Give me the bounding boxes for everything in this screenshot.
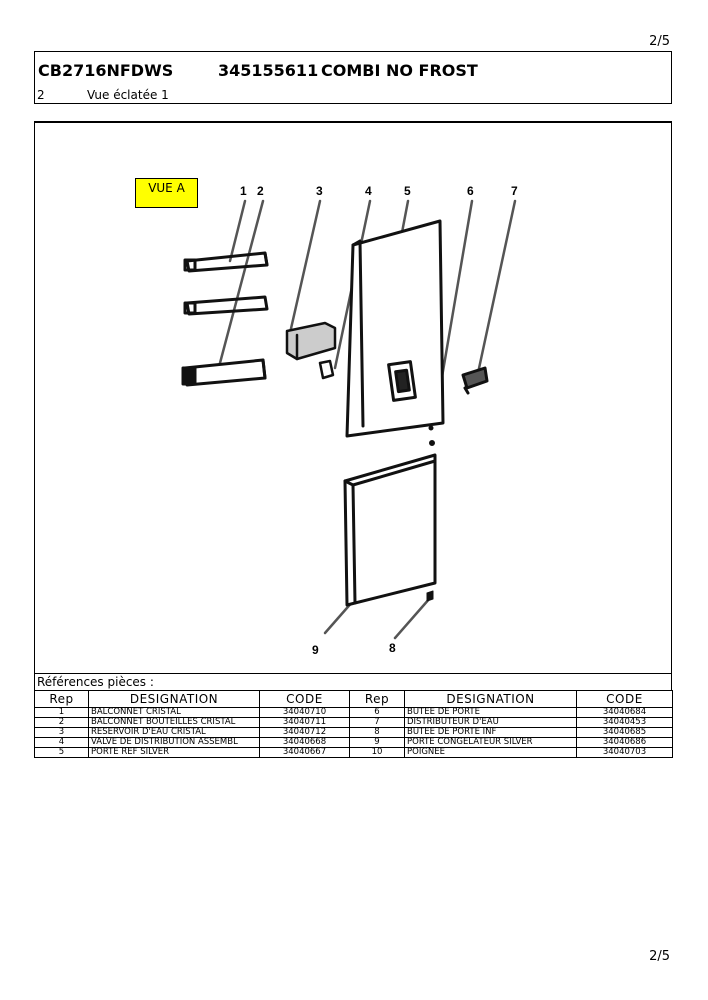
table-cell: BUTEE DE PORTE: [404, 707, 577, 718]
table-cell: 7: [349, 717, 405, 728]
table-cell: 34040686: [576, 737, 673, 748]
section-number: 2: [37, 88, 45, 102]
bottle-shelf: [181, 358, 267, 387]
callout-5: 5: [404, 184, 411, 198]
table-row: 2 BALCONNET BOUTEILLES CRISTAL 34040711 …: [34, 717, 673, 728]
callout-1: 1: [240, 184, 247, 198]
table-cell: 4: [34, 737, 89, 748]
lower-door-stop: [426, 590, 434, 602]
column-header: CODE: [576, 690, 673, 708]
leader-line-1: [228, 199, 247, 263]
column-header: DESIGNATION: [404, 690, 577, 708]
section-title: Vue éclatée 1: [87, 88, 169, 102]
callout-3: 3: [316, 184, 323, 198]
page-number-top: 2/5: [649, 34, 670, 49]
table-cell: 34040668: [259, 737, 350, 748]
callout-6: 6: [467, 184, 474, 198]
table-row: 5 PORTE REF SILVER 34040667 10 POIGNEE 3…: [34, 747, 673, 758]
leader-line-3: [288, 199, 322, 335]
table-cell: 10: [349, 747, 405, 758]
product-code: 345155611: [218, 61, 319, 80]
table-row: 4 VALVE DE DISTRIBUTION ASSEMBL 34040668…: [34, 737, 673, 748]
callout-8: 8: [389, 641, 396, 655]
table-cell: 5: [34, 747, 89, 758]
door-stop: [428, 425, 434, 431]
column-header: DESIGNATION: [88, 690, 260, 708]
table-cell: BALCONNET BOUTEILLES CRISTAL: [88, 717, 260, 728]
table-cell: 34040684: [576, 707, 673, 718]
table-cell: 34040710: [259, 707, 350, 718]
table-cell: 34040453: [576, 717, 673, 728]
table-cell: 6: [349, 707, 405, 718]
table-cell: DISTRIBUTEUR D'EAU: [404, 717, 577, 728]
leader-line-7: [476, 199, 517, 375]
exploded-view-drawing: VUE A 1 2 3 4 5 6 7 8 9: [34, 121, 672, 674]
table-cell: BUTEE DE PORTE INF: [404, 727, 577, 738]
table-cell: 2: [34, 717, 89, 728]
table-cell: 1: [34, 707, 89, 718]
table-cell: POIGNEE: [404, 747, 577, 758]
parts-reference-table: Références pièces : Rep DESIGNATION CODE…: [34, 673, 673, 758]
table-row: 3 RESERVOIR D'EAU CRISTAL 34040712 8 BUT…: [34, 727, 673, 738]
table-cell: PORTE CONGELATEUR SILVER: [404, 737, 577, 748]
callout-7: 7: [511, 184, 518, 198]
callout-4: 4: [365, 184, 372, 198]
table-cell: 34040667: [259, 747, 350, 758]
leader-line-2: [218, 199, 265, 365]
table-header-row: Rep DESIGNATION CODE Rep DESIGNATION COD…: [34, 690, 673, 708]
table-row: 1 BALCONNET CRISTAL 34040710 6 BUTEE DE …: [34, 707, 673, 718]
model-number: CB2716NFDWS: [38, 61, 174, 80]
column-header: CODE: [259, 690, 350, 708]
table-cell: RESERVOIR D'EAU CRISTAL: [88, 727, 260, 738]
water-distributor: [461, 366, 489, 395]
table-cell: 34040711: [259, 717, 350, 728]
parts-table: Rep DESIGNATION CODE Rep DESIGNATION COD…: [34, 690, 673, 758]
page-number-bottom: 2/5: [649, 949, 670, 964]
document-header: CB2716NFDWS 345155611 COMBI NO FROST 2 V…: [34, 51, 672, 104]
table-cell: PORTE REF SILVER: [88, 747, 260, 758]
leader-line-8: [393, 596, 432, 640]
references-title: Références pièces :: [34, 673, 672, 690]
callout-9: 9: [312, 643, 319, 657]
water-reservoir: [285, 321, 337, 380]
column-header: Rep: [34, 690, 89, 708]
door-shelf-2: [183, 295, 269, 316]
freezer-door: [343, 453, 437, 607]
column-header: Rep: [349, 690, 405, 708]
table-cell: 34040712: [259, 727, 350, 738]
table-cell: 8: [349, 727, 405, 738]
table-cell: VALVE DE DISTRIBUTION ASSEMBL: [88, 737, 260, 748]
fridge-door: [345, 219, 445, 438]
table-cell: BALCONNET CRISTAL: [88, 707, 260, 718]
door-stop-2: [429, 440, 435, 446]
view-label: VUE A: [135, 178, 198, 208]
table-cell: 3: [34, 727, 89, 738]
callout-2: 2: [257, 184, 264, 198]
product-description: COMBI NO FROST: [321, 61, 478, 80]
table-cell: 34040685: [576, 727, 673, 738]
table-cell: 34040703: [576, 747, 673, 758]
door-shelf-1: [183, 251, 269, 273]
table-cell: 9: [349, 737, 405, 748]
exploded-view-illustration: [181, 199, 517, 640]
